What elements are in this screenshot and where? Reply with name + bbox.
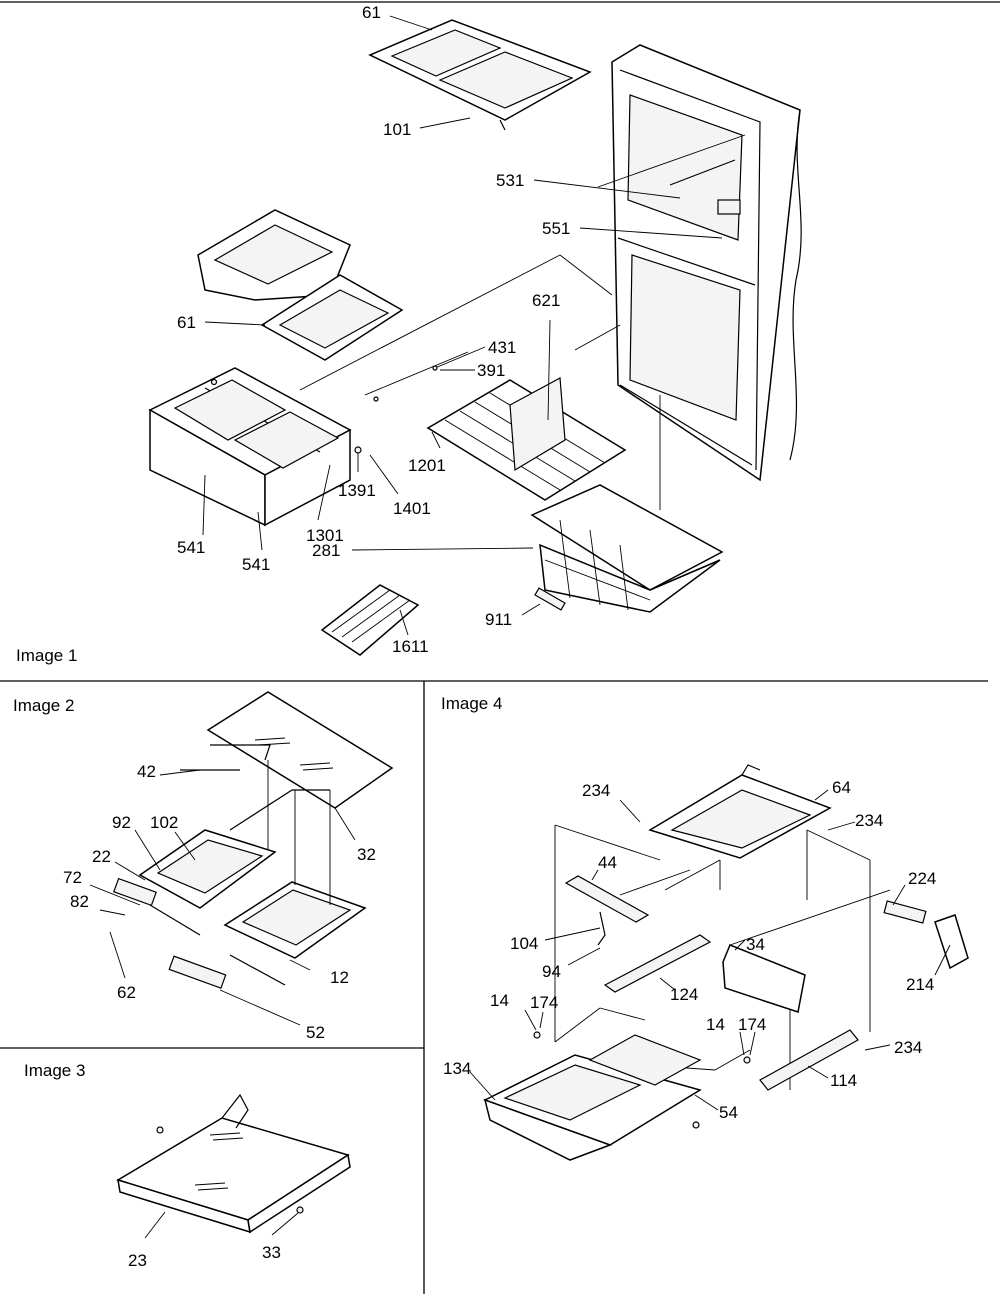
- callout-541-left: 541: [177, 538, 205, 557]
- callout-23: 23: [128, 1251, 147, 1270]
- part-214: [934, 914, 969, 970]
- image-4-leaders: [469, 789, 951, 1111]
- middle-shelf: [260, 274, 404, 361]
- callout-102: 102: [150, 813, 178, 832]
- panel-title-3: Image 3: [24, 1061, 85, 1080]
- freezer-basket: [530, 484, 724, 613]
- callout-531: 531: [496, 171, 524, 190]
- bracket-114: [759, 1029, 859, 1091]
- callout-431: 431: [488, 338, 516, 357]
- callout-33: 33: [262, 1243, 281, 1262]
- panel-title-4: Image 4: [441, 694, 502, 713]
- bracket-34: [722, 944, 806, 1013]
- callout-621: 621: [532, 291, 560, 310]
- wire-shelf: [426, 377, 627, 501]
- callout-214: 214: [906, 975, 934, 994]
- basket-handle: [534, 587, 566, 611]
- callout-101: 101: [383, 120, 411, 139]
- callout-1201: 1201: [408, 456, 446, 475]
- callout-174-right: 174: [738, 1015, 766, 1034]
- callout-32: 32: [357, 845, 376, 864]
- callout-234-top-right: 234: [855, 811, 883, 830]
- callout-551: 551: [542, 219, 570, 238]
- callout-234-top-left: 234: [582, 781, 610, 800]
- callout-82: 82: [70, 892, 89, 911]
- callout-54: 54: [719, 1103, 738, 1122]
- image-1-guide-lines: [299, 134, 746, 510]
- image-1-drawing: [148, 15, 802, 656]
- callout-14-right: 14: [706, 1015, 725, 1034]
- callout-62: 62: [117, 983, 136, 1002]
- rail-124: [603, 934, 712, 993]
- callout-44: 44: [598, 853, 617, 872]
- image-2-leaders: [89, 769, 356, 1026]
- callout-14-left: 14: [490, 991, 509, 1010]
- callout-541-right: 541: [242, 555, 270, 574]
- callout-1401: 1401: [393, 499, 431, 518]
- callout-281: 281: [312, 541, 340, 560]
- image-1-leaders: [202, 15, 723, 636]
- refrigerator-cabinet: [611, 44, 802, 482]
- callout-22: 22: [92, 847, 111, 866]
- part-224: [883, 900, 927, 924]
- top-shelf: [368, 19, 592, 131]
- pan-assembly: [148, 367, 352, 527]
- panel-title-2: Image 2: [13, 696, 74, 715]
- callout-174-left: 174: [530, 993, 558, 1012]
- upper-crisper: [197, 209, 351, 301]
- callout-61-middle: 61: [177, 313, 196, 332]
- callout-12: 12: [330, 968, 349, 987]
- image-4-drawing: [469, 764, 969, 1161]
- callout-124: 124: [670, 985, 698, 1004]
- callout-104: 104: [510, 934, 538, 953]
- callout-64: 64: [832, 778, 851, 797]
- callout-1301: 1301: [306, 526, 344, 545]
- callout-134: 134: [443, 1059, 471, 1078]
- image-3-drawing: [116, 1093, 351, 1239]
- callout-911: 911: [485, 610, 512, 629]
- callout-34: 34: [746, 935, 765, 954]
- panel-title-1: Image 1: [16, 646, 77, 665]
- callout-94: 94: [542, 962, 561, 981]
- callout-52: 52: [306, 1023, 325, 1042]
- image-2-drawing: [89, 691, 394, 1026]
- callout-114: 114: [830, 1071, 857, 1090]
- wine-rack: [320, 584, 420, 656]
- rail-44: [564, 875, 650, 923]
- callout-224: 224: [908, 869, 936, 888]
- callout-42: 42: [137, 762, 156, 781]
- callout-234-bottom: 234: [894, 1038, 922, 1057]
- callout-61-top: 61: [362, 3, 381, 22]
- callout-391: 391: [477, 361, 505, 380]
- callout-1611: 1611: [392, 637, 429, 656]
- glass-cover: [206, 691, 394, 809]
- callout-1391: 1391: [338, 481, 376, 500]
- callout-72: 72: [63, 868, 82, 887]
- callout-92: 92: [112, 813, 131, 832]
